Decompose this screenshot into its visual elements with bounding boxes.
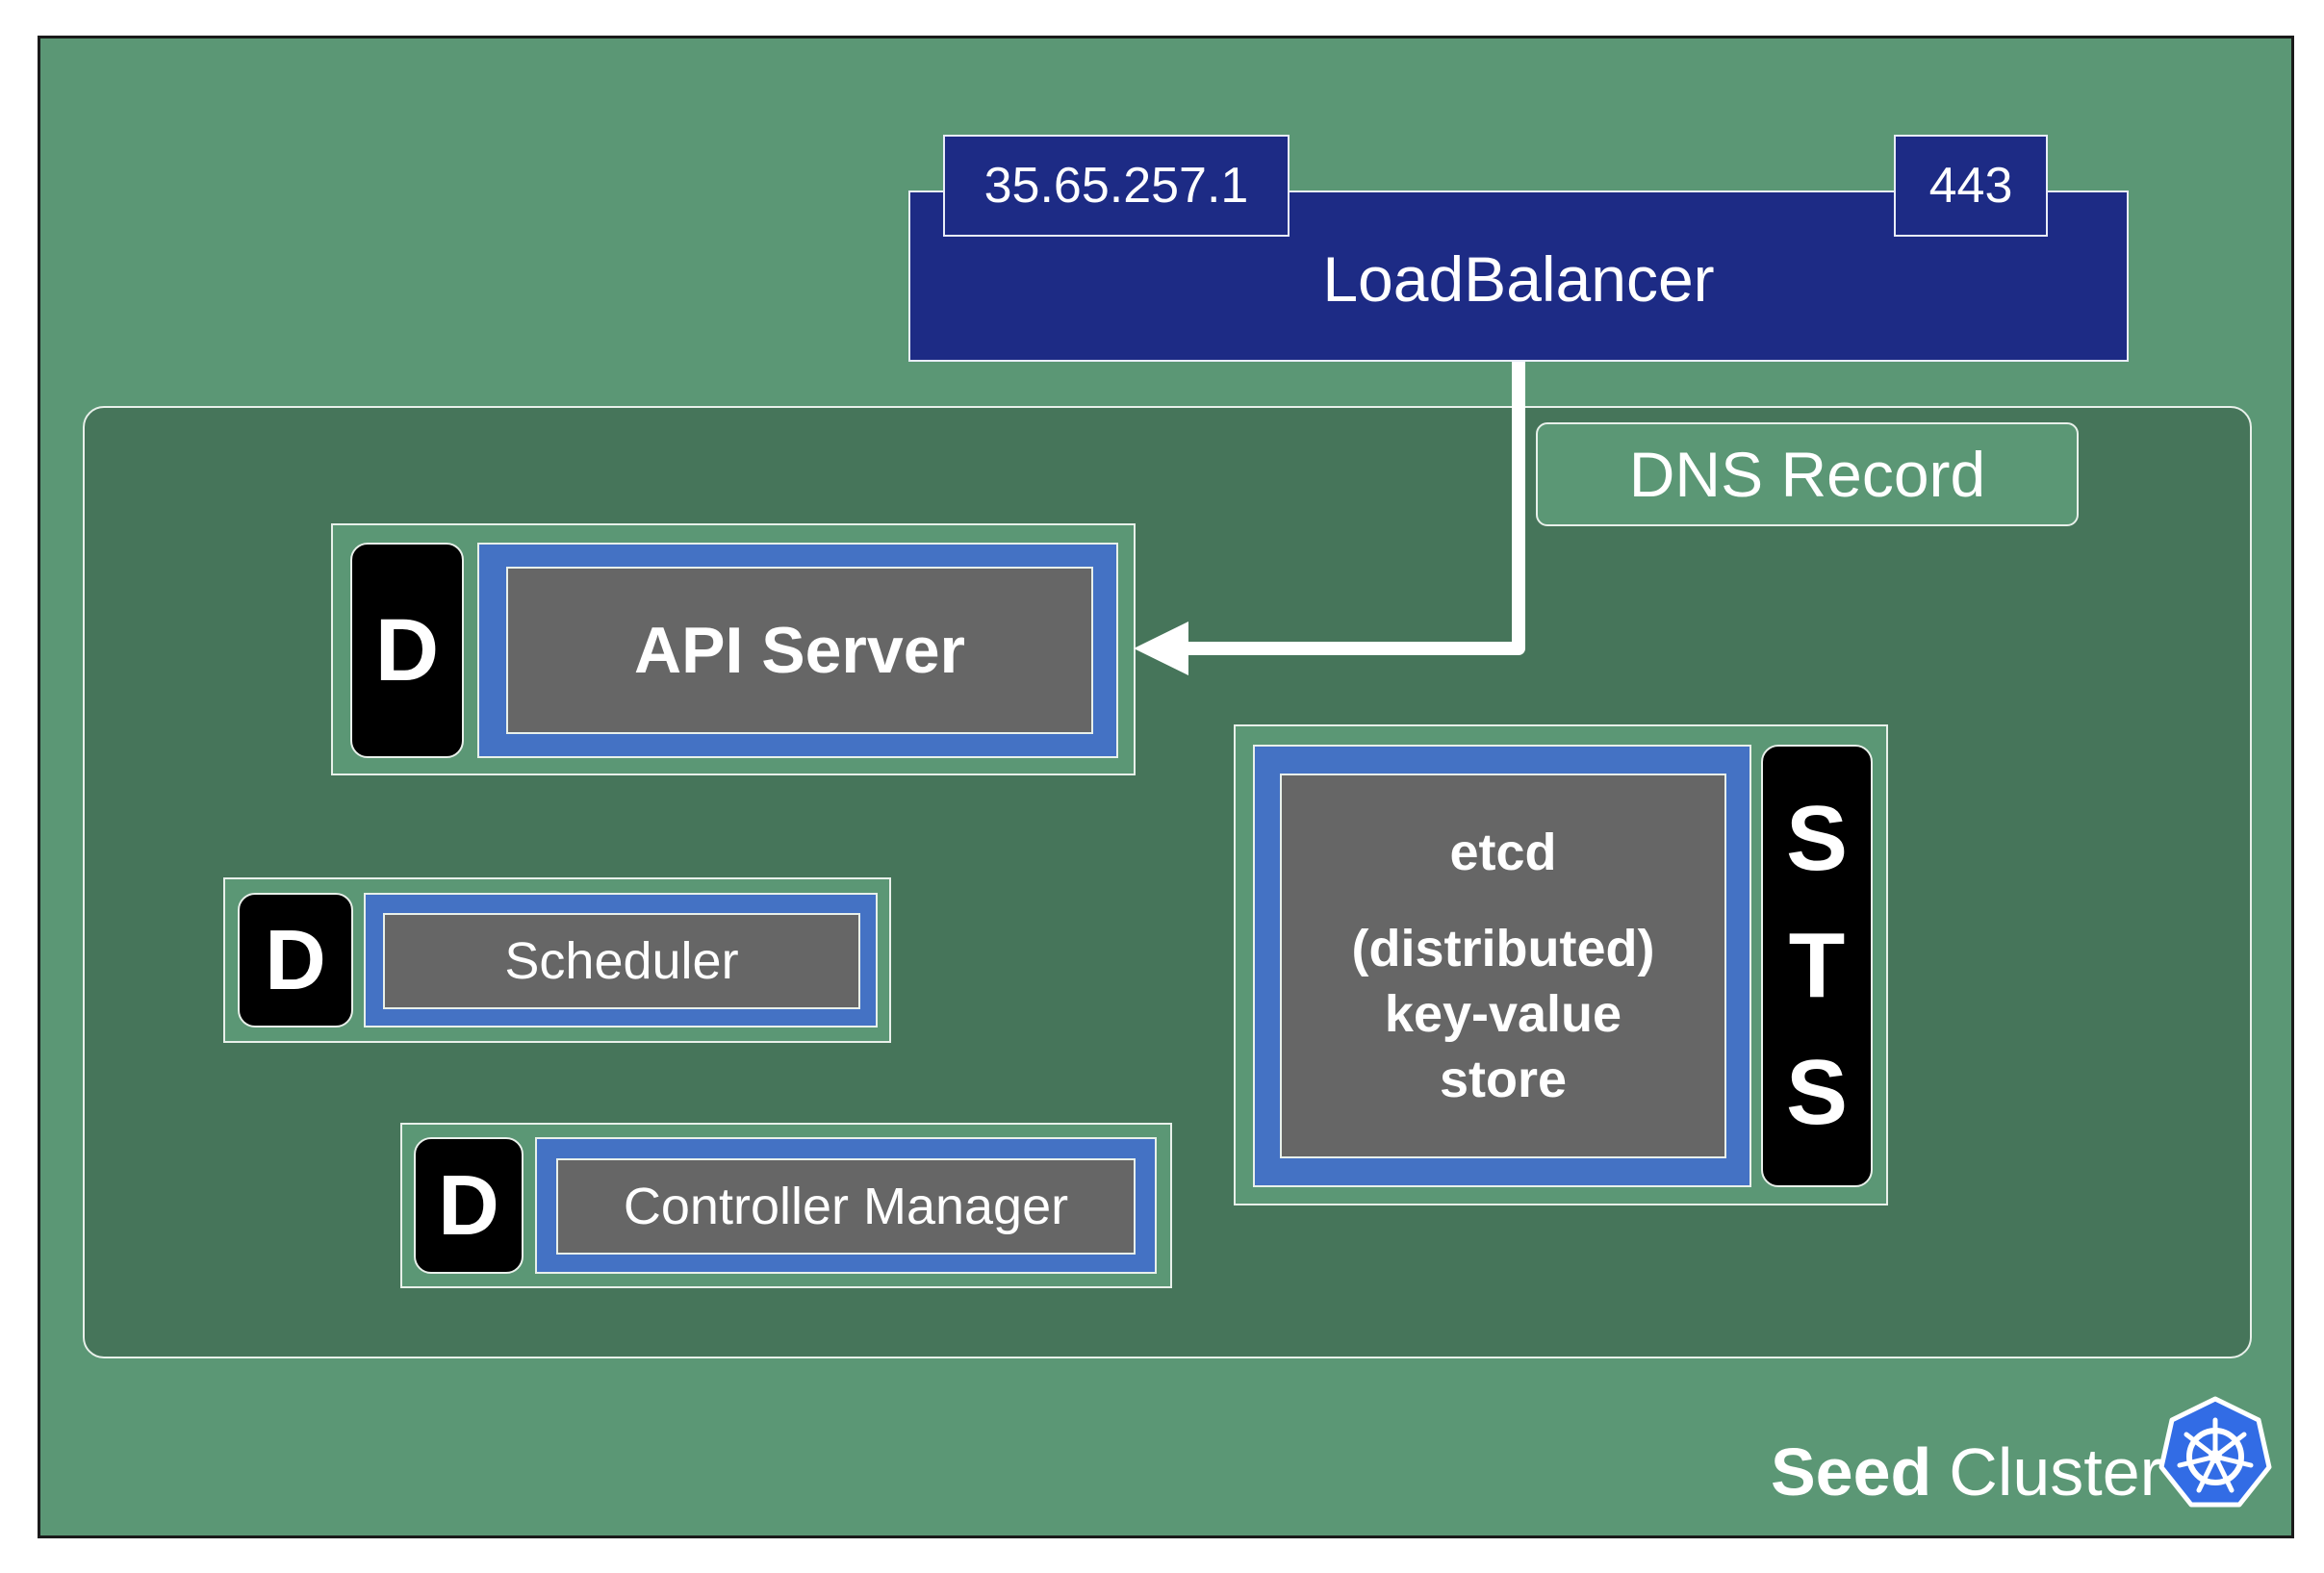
- load-balancer-port: 443: [1894, 135, 2048, 237]
- etcd-title: etcd: [1449, 824, 1557, 881]
- api-server-label: API Server: [506, 567, 1093, 734]
- deployment-badge: D: [238, 893, 353, 1028]
- cluster-label-bold: Seed: [1770, 1434, 1932, 1510]
- statefulset-letter-t: T: [1788, 914, 1846, 1017]
- etcd-desc-2: key-value: [1384, 985, 1622, 1043]
- etcd-desc-1: (distributed): [1351, 920, 1655, 977]
- statefulset-badge: S T S: [1761, 745, 1873, 1187]
- statefulset-letter-s: S: [1785, 787, 1849, 890]
- load-balancer-title: LoadBalancer: [1322, 243, 1715, 315]
- load-balancer-ip: 35.65.257.1: [943, 135, 1290, 237]
- statefulset-letter-s2: S: [1785, 1041, 1849, 1144]
- cluster-label: Seed Cluster: [1771, 1433, 2162, 1510]
- kubernetes-icon: [2158, 1396, 2272, 1508]
- deployment-badge: D: [414, 1137, 524, 1274]
- etcd-desc-3: store: [1439, 1051, 1568, 1108]
- etcd-label: etcd (distributed) key-value store: [1280, 774, 1726, 1158]
- controller-manager-label: Controller Manager: [556, 1158, 1136, 1255]
- cluster-label-text: Cluster: [1949, 1434, 2162, 1510]
- deployment-badge: D: [350, 543, 464, 758]
- scheduler-label: Scheduler: [383, 913, 860, 1009]
- dns-record: DNS Record: [1536, 422, 2079, 526]
